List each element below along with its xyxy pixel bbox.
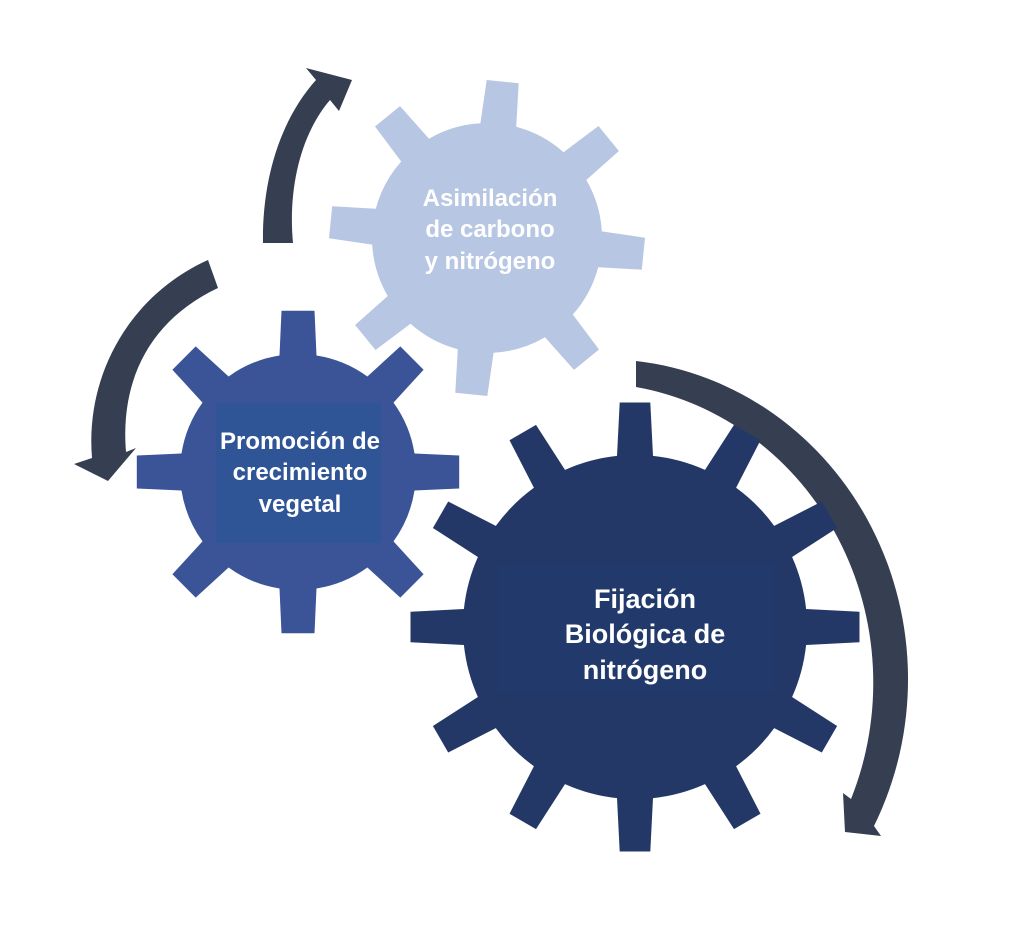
gear-top-label-line-1: Asimilación	[422, 185, 558, 213]
gear-top-label-line-3: y nitrógeno	[424, 247, 556, 275]
gear-left-label-line-1: Promoción de	[219, 428, 381, 456]
arrow-right-arc	[636, 361, 909, 836]
gear-top	[329, 80, 645, 396]
arrow-upper-left-arc	[262, 68, 352, 243]
gear-right-center-panel	[498, 563, 774, 693]
gear-right-label-line-3: nitrógeno	[582, 654, 708, 685]
gear-left-label-line-2: crecimiento	[232, 459, 368, 487]
arrow-lower-left-arc	[74, 260, 218, 481]
gear-left-label: Promoción de crecimiento vegetal	[190, 418, 410, 528]
gear-right-label-line-2: Biológica de	[564, 619, 726, 650]
gear-top-label-line-2: de carbono	[425, 216, 555, 244]
gear-top-label: Asimilación de carbono y nitrógeno	[380, 175, 600, 285]
gear-left-label-line-3: vegetal	[258, 490, 342, 518]
gear-left-center-panel	[216, 403, 381, 543]
gear-right-label: Fijación Biológica de nitrógeno	[510, 580, 780, 690]
gear-right-label-line-1: Fijación	[593, 584, 696, 615]
